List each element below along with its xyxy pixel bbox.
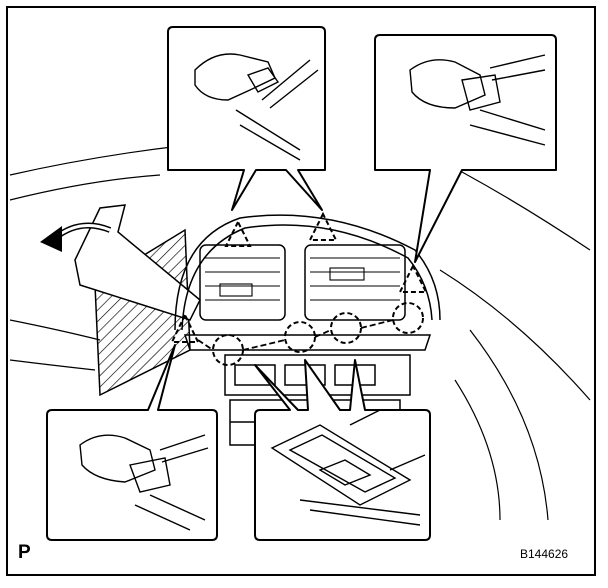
corner-label: P (18, 542, 31, 563)
claw-triangle (398, 263, 428, 293)
callout-top-left-claw (167, 26, 326, 211)
figure-id: B144626 (520, 547, 569, 561)
claw-triangle (170, 312, 200, 343)
callout-bottom-left-claw (46, 344, 218, 541)
removed-panel (40, 204, 201, 397)
clip-circle (284, 321, 316, 353)
callout-top-right-claw (374, 34, 557, 263)
claw-triangle (224, 219, 252, 247)
clip-circle (330, 312, 362, 344)
vent-louvers (205, 257, 400, 301)
callout-bottom-right-clip (254, 359, 431, 541)
claw-triangle (308, 211, 338, 241)
clip-circle (392, 302, 424, 334)
claw-markers (170, 211, 428, 343)
removal-arrow-head (40, 226, 62, 252)
marker-connector (197, 319, 394, 351)
